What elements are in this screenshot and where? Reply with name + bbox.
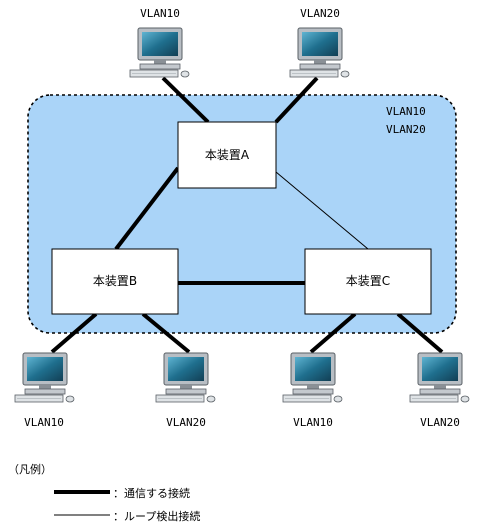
device-a: 本装置A (177, 121, 277, 189)
link-a-to-b (114, 166, 180, 251)
terminal-top-left: VLAN10 (129, 7, 190, 78)
computer-icon (14, 352, 75, 403)
legend-thin-label: ：ループ検出接続 (113, 510, 201, 523)
link-a-to-c (275, 171, 369, 250)
terminal-c-right-label: VLAN20 (420, 416, 460, 429)
link-top-right-pc-to-a (274, 76, 319, 124)
computer-icon (282, 352, 343, 403)
device-c: 本装置C (304, 248, 432, 315)
computer-icon (129, 27, 190, 78)
computer-icon (409, 352, 470, 403)
computer-icon (155, 352, 216, 403)
terminal-b-right-label: VLAN20 (166, 416, 206, 429)
device-c-label: 本装置C (346, 274, 390, 288)
terminal-c-left: VLAN10 (282, 352, 343, 429)
terminal-c-right: VLAN20 (409, 352, 470, 429)
link-c-to-pc-left (309, 312, 357, 354)
link-b-to-pc-right (141, 312, 191, 354)
link-c-to-pc-right (396, 312, 444, 354)
terminal-b-left-label: VLAN10 (24, 416, 64, 429)
legend-title: （凡例） (8, 463, 52, 476)
terminal-b-left: VLAN10 (14, 352, 75, 429)
device-b: 本装置B (51, 248, 179, 315)
terminal-c-left-label: VLAN10 (293, 416, 333, 429)
terminal-top-left-label: VLAN10 (140, 7, 180, 20)
link-top-left-pc-to-a (161, 76, 210, 124)
legend-thick-label: ：通信する接続 (113, 487, 190, 500)
terminal-b-right: VLAN20 (155, 352, 216, 429)
terminal-top-right: VLAN20 (289, 7, 350, 78)
device-b-label: 本装置B (93, 274, 137, 288)
area-vlan-label-2: VLAN20 (386, 123, 426, 136)
computer-icon (289, 27, 350, 78)
link-b-to-pc-left (50, 312, 98, 354)
area-vlan-label-1: VLAN10 (386, 105, 426, 118)
terminal-top-right-label: VLAN20 (300, 7, 340, 20)
device-a-label: 本装置A (205, 148, 250, 162)
